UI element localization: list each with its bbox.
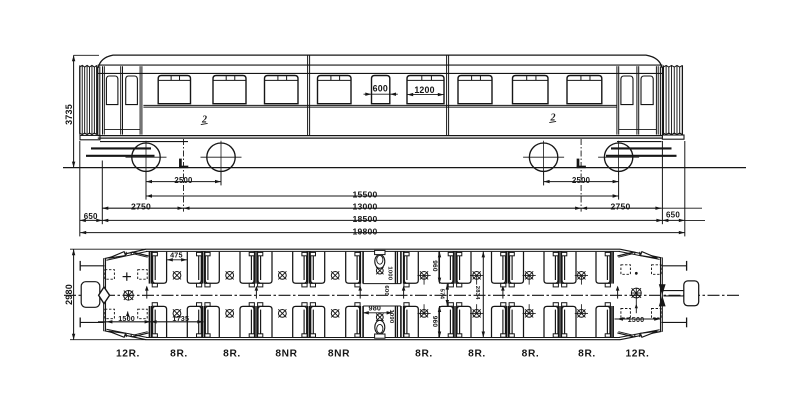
svg-text:8R.: 8R. — [468, 349, 486, 360]
svg-text:13000: 13000 — [353, 202, 378, 212]
svg-text:8R.: 8R. — [223, 349, 241, 360]
svg-text:574: 574 — [438, 289, 444, 300]
svg-text:1500: 1500 — [628, 315, 645, 324]
svg-text:2: 2 — [550, 113, 556, 124]
svg-text:18500: 18500 — [353, 214, 378, 224]
svg-text:19800: 19800 — [353, 226, 378, 236]
svg-text:2750: 2750 — [131, 202, 151, 212]
svg-text:8NR: 8NR — [275, 349, 297, 360]
svg-text:2500: 2500 — [572, 176, 591, 185]
svg-text:2834: 2834 — [474, 286, 480, 300]
svg-text:3735: 3735 — [64, 104, 74, 125]
svg-text:2980: 2980 — [64, 284, 74, 305]
svg-text:960: 960 — [431, 316, 438, 328]
svg-text:2500: 2500 — [174, 176, 193, 185]
svg-text:1000: 1000 — [387, 266, 393, 280]
svg-text:650: 650 — [84, 212, 98, 221]
svg-text:1735: 1735 — [172, 314, 189, 323]
svg-text:1090: 1090 — [388, 309, 394, 323]
svg-text:15500: 15500 — [353, 190, 378, 200]
svg-text:2750: 2750 — [611, 202, 631, 212]
svg-text:8R.: 8R. — [415, 349, 433, 360]
svg-text:8R.: 8R. — [170, 349, 188, 360]
svg-text:8R.: 8R. — [578, 349, 596, 360]
svg-text:600: 600 — [383, 285, 389, 296]
svg-text:1500: 1500 — [118, 314, 135, 323]
svg-text:2: 2 — [201, 115, 207, 126]
svg-text:600: 600 — [373, 84, 388, 94]
svg-text:8R.: 8R. — [522, 349, 540, 360]
svg-text:12R.: 12R. — [626, 349, 650, 360]
svg-text:650: 650 — [666, 211, 680, 220]
svg-text:960: 960 — [431, 260, 438, 272]
svg-text:980: 980 — [369, 304, 382, 313]
svg-text:8NR: 8NR — [328, 349, 350, 360]
svg-text:12R.: 12R. — [116, 349, 140, 360]
svg-text:475: 475 — [170, 251, 183, 260]
svg-text:1200: 1200 — [414, 85, 434, 95]
